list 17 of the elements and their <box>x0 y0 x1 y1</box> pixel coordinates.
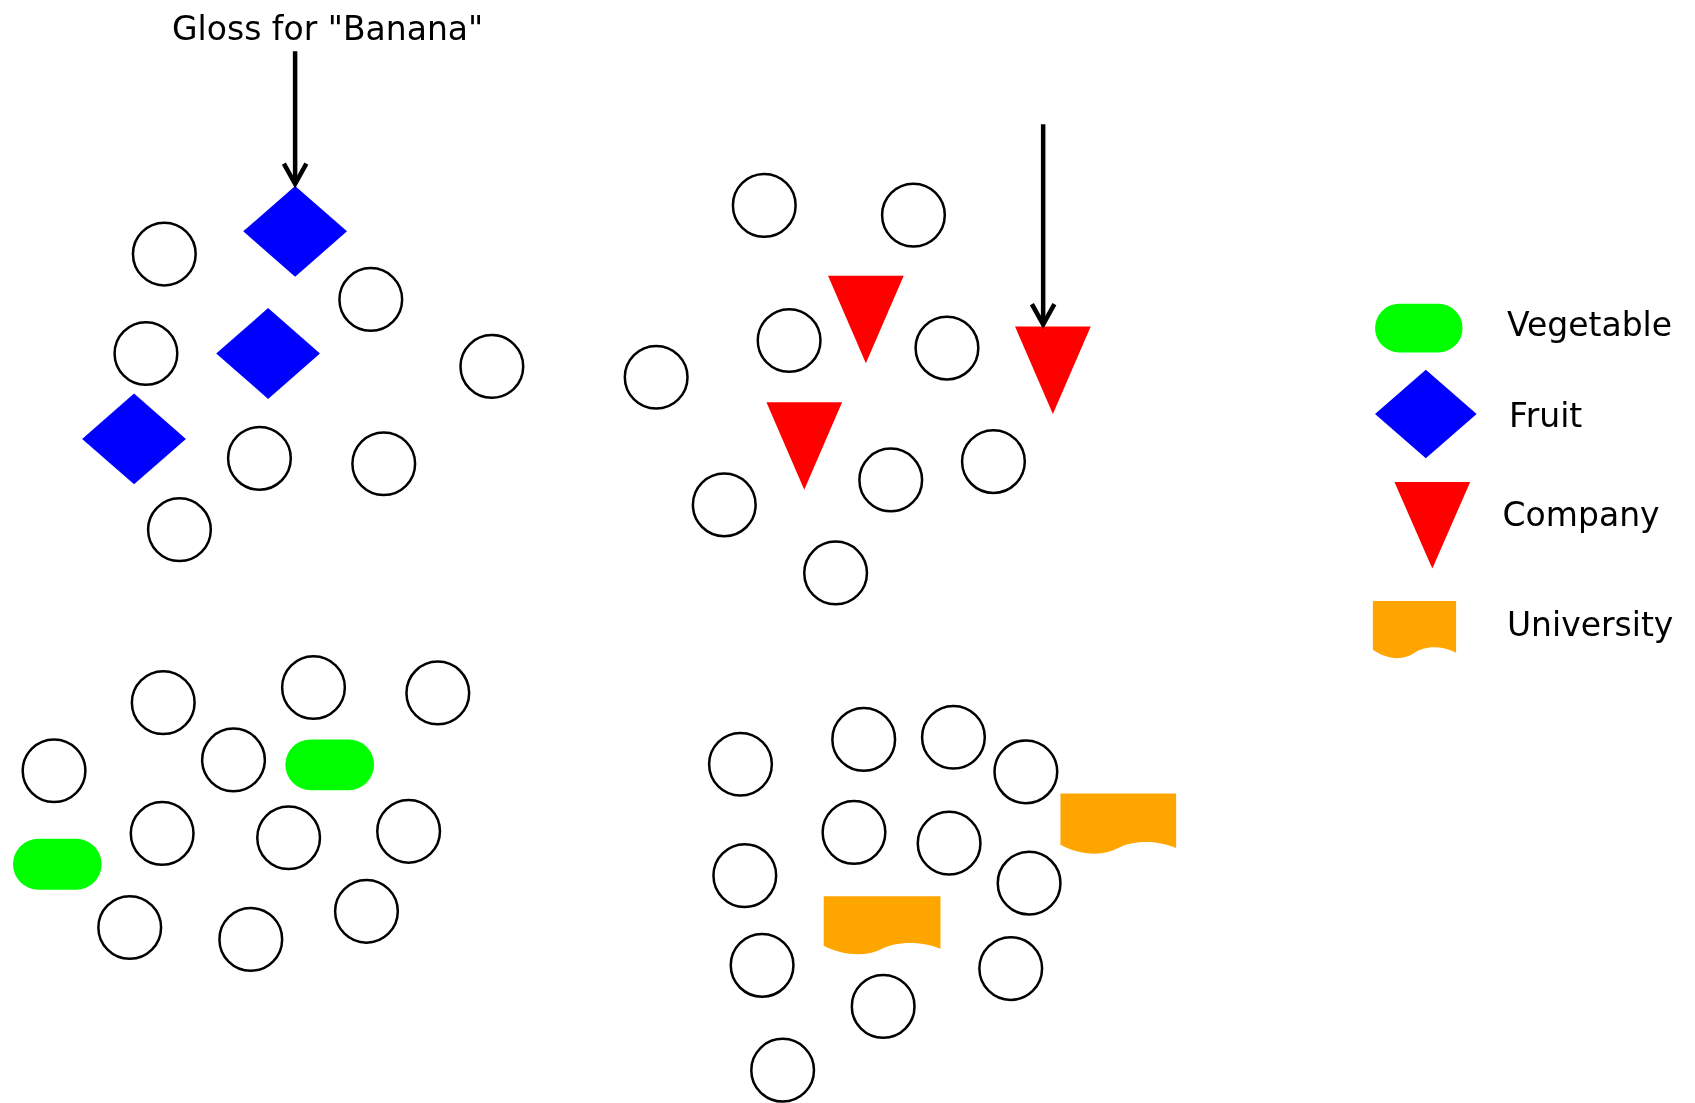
wave-marker <box>823 896 941 955</box>
triangle-marker <box>828 275 904 364</box>
leader-arrow <box>281 51 309 187</box>
legend-label: University <box>1506 606 1674 644</box>
leader-arrow <box>1029 124 1057 327</box>
legend-label: Company <box>1502 496 1660 533</box>
diamond-marker <box>243 185 347 277</box>
legend-label: Vegetable <box>1506 307 1673 344</box>
triangle-marker <box>1015 326 1091 414</box>
wave-marker <box>1060 793 1177 854</box>
pill-marker <box>13 838 102 890</box>
diamond-marker <box>216 308 320 399</box>
triangle-marker <box>766 402 843 490</box>
legend-label: Fruit <box>1509 398 1583 435</box>
pill-marker <box>285 739 374 791</box>
gloss-label: Gloss for "Banana" <box>172 11 484 48</box>
diamond-marker <box>82 393 186 485</box>
